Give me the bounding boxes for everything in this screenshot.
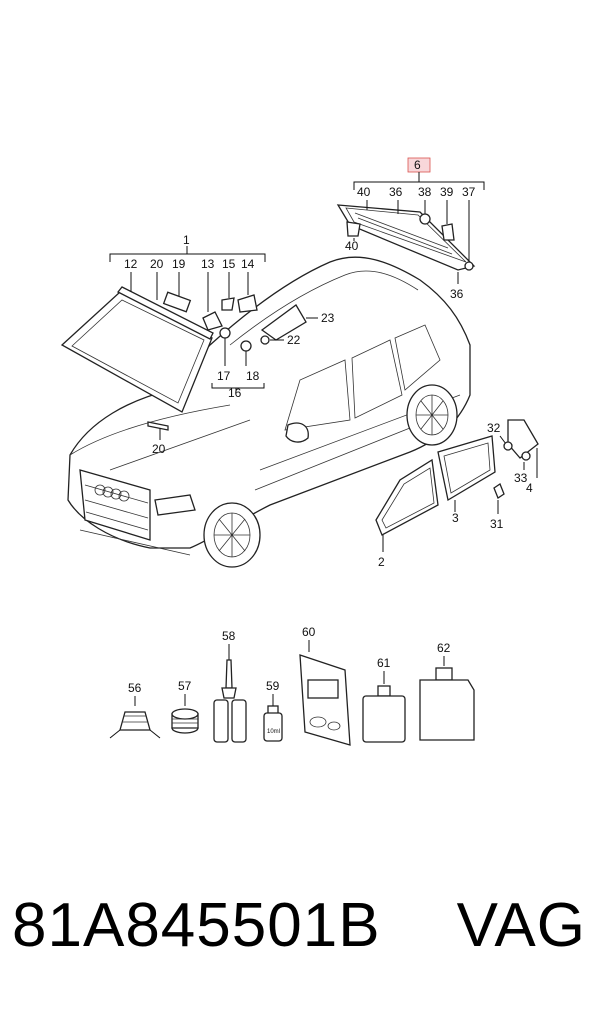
- callout-17: 17: [217, 369, 231, 383]
- callout-59: 59: [266, 679, 280, 693]
- footer: 81A845501B VAG: [0, 890, 600, 990]
- callout-60: 60: [302, 625, 316, 639]
- callout-62: 62: [437, 641, 451, 655]
- callout-38: 38: [418, 185, 432, 199]
- bottle-label: 10ml: [267, 729, 280, 735]
- rear-wheel: [406, 384, 458, 446]
- callout-13: 13: [201, 257, 215, 271]
- repair-kit-bag-60: [299, 654, 351, 746]
- sensor-cover-19: [162, 291, 192, 313]
- part-number: 81A845501B: [12, 891, 381, 960]
- callout-32: 32: [487, 421, 501, 435]
- sealant-cord-56: [109, 711, 161, 739]
- callout-6: 6: [414, 158, 421, 172]
- callout-22: 22: [287, 333, 301, 347]
- callout-3: 3: [452, 511, 459, 525]
- callout-15: 15: [222, 257, 236, 271]
- activator-can-62: [419, 667, 475, 741]
- callout-16: 16: [228, 386, 242, 400]
- callout-40b: 40: [345, 239, 359, 253]
- cover-23: [260, 304, 307, 341]
- callout-14: 14: [241, 257, 255, 271]
- callout-23: 23: [321, 311, 335, 325]
- front-wheel: [203, 502, 261, 568]
- callout-57: 57: [178, 679, 192, 693]
- callout-37: 37: [462, 185, 476, 199]
- front-door-glass: [375, 458, 439, 536]
- callout-58: 58: [222, 629, 236, 643]
- sealant-roll-57: [171, 708, 199, 734]
- rear-door-glass: [437, 435, 496, 502]
- callout-19: 19: [172, 257, 186, 271]
- callout-61: 61: [377, 656, 391, 670]
- adhesive-cartridge-58: [213, 659, 247, 743]
- cleaner-bottle-61: [362, 685, 406, 743]
- callout-31: 31: [490, 517, 504, 531]
- car-illustration: [67, 256, 471, 568]
- callout-18: 18: [246, 369, 260, 383]
- callout-20a: 20: [150, 257, 164, 271]
- primer-bottle-59: 10ml: [263, 705, 283, 742]
- callout-4: 4: [526, 481, 533, 495]
- callout-56: 56: [128, 681, 142, 695]
- callout-40a: 40: [357, 185, 371, 199]
- callout-39: 39: [440, 185, 454, 199]
- windscreen: [60, 286, 214, 413]
- quarter-glass: [507, 419, 539, 459]
- brand-label: VAG: [456, 891, 586, 960]
- callout-2: 2: [378, 555, 385, 569]
- callout-20b: 20: [152, 442, 166, 456]
- callout-33: 33: [514, 471, 528, 485]
- callout-12: 12: [124, 257, 138, 271]
- callout-36b: 36: [450, 287, 464, 301]
- bracket-40: [346, 221, 361, 237]
- mirror-mount-13: [202, 311, 223, 331]
- callout-1: 1: [183, 233, 190, 247]
- callout-36a: 36: [389, 185, 403, 199]
